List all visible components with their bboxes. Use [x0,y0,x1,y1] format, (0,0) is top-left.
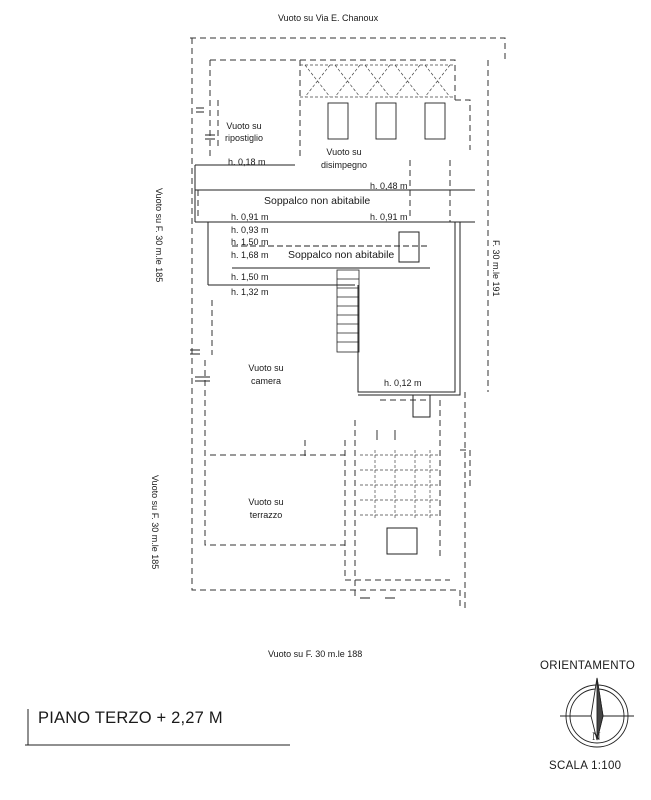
mezzanine-label-2: Soppalco non abitabile [288,249,395,261]
height-label-091-left: h. 0,91 m [231,212,269,222]
void-storage-label-2: ripostiglio [224,133,264,143]
left-void-upper-label: Vuoto su F. 30 m.le 185 [154,188,164,283]
void-hall-label-2: disimpegno [320,160,368,170]
void-hall-label-1: Vuoto su [326,147,362,157]
scale-label: SCALA 1:100 [549,760,622,772]
height-label-132: h. 1,32 m [231,287,269,297]
bottom-void-label: Vuoto su F. 30 m.le 188 [268,649,363,659]
height-label-012: h. 0,12 m [384,378,422,388]
height-label-048: h. 0,48 m [370,181,408,191]
floor-title: PIANO TERZO + 2,27 M [38,709,223,727]
void-room-label-2: camera [250,376,282,386]
height-label-018: h. 0,18 m [228,157,266,167]
mezzanine-label-1: Soppalco non abitabile [264,195,371,207]
roof-panels [327,102,446,140]
height-label-150-lower: h. 1,50 m [231,272,269,282]
height-label-168: h. 1,68 m [231,250,269,260]
height-label-150-upper: h. 1,50 m [231,237,269,247]
right-plot-label: F. 30 m.le 191 [491,240,501,297]
void-room-label-1: Vuoto su [248,363,284,373]
roof-hatch-bottom [360,450,440,520]
solid-walls [194,164,475,555]
wall-stubs [190,107,396,599]
void-storage-label-1: Vuoto su [226,121,262,131]
height-label-091-right: h. 0,91 m [370,212,408,222]
roof-hatch-top [300,64,455,98]
left-void-lower-label: Vuoto su F. 30 m.le 185 [150,475,160,570]
top-void-label: Vuoto su Via E. Chanoux [278,13,379,23]
compass-north-letter: N [592,729,601,743]
void-terrace-label-2: terrazzo [249,510,283,520]
orientation-label: ORIENTAMENTO [540,660,636,672]
void-terrace-label-1: Vuoto su [248,497,284,507]
compass-rose-icon [560,677,634,748]
height-label-093: h. 0,93 m [231,225,269,235]
dashed-outlines [190,37,506,610]
staircase [336,269,360,353]
